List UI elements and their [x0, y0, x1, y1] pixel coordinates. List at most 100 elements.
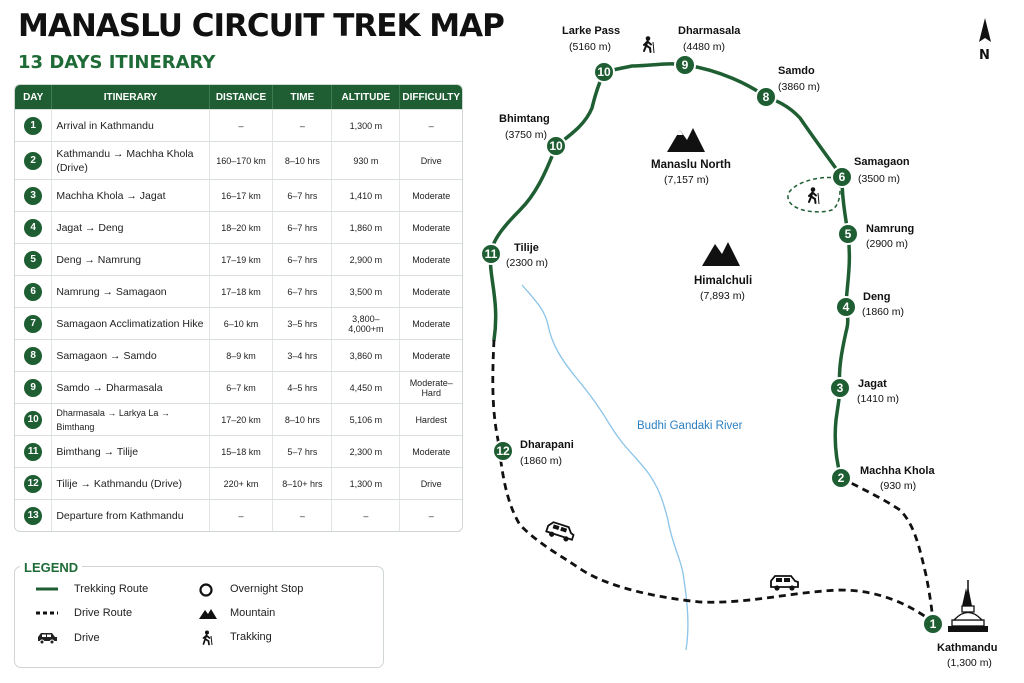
budhi-gandaki-river — [521, 284, 689, 651]
mountain-name-manaslu: Manaslu North — [651, 159, 731, 171]
altitude-cell: 1,300 m — [332, 109, 401, 141]
altitude-cell: 2,300 m — [332, 435, 401, 467]
day-badge: 1 — [24, 116, 43, 135]
hiker-icon-larke — [643, 36, 655, 54]
distance-cell: 160–170 km — [209, 141, 274, 179]
stop-altitude: (3750 m) — [505, 129, 547, 141]
stop-name: Dharapani — [520, 439, 574, 451]
day-badge: 9 — [24, 378, 43, 397]
day-badge: 10 — [24, 410, 43, 429]
day-badge: 2 — [24, 151, 43, 170]
day-cell: 12 — [15, 467, 53, 499]
stop-number: 8 — [763, 90, 770, 104]
stop-altitude: (930 m) — [880, 480, 916, 492]
legend-box — [14, 566, 384, 668]
mountain-name-himalchuli: Himalchuli — [694, 275, 752, 287]
day-badge: 6 — [24, 282, 43, 301]
time-cell: 8–10+ hrs — [273, 467, 333, 499]
day-badge: 7 — [24, 314, 43, 333]
legend-trekking-route: Trekking Route — [36, 583, 148, 598]
day-badge: 12 — [24, 474, 43, 493]
altitude-cell: 1,410 m — [332, 179, 401, 211]
trekking-route — [488, 62, 852, 480]
stop-number: 6 — [839, 170, 846, 184]
distance-cell: 8–9 km — [209, 339, 274, 371]
stop-altitude: (3860 m) — [778, 81, 820, 93]
stop-name: Samdo — [778, 65, 815, 77]
difficulty-cell: Moderate — [400, 435, 462, 467]
distance-cell: 6–10 km — [209, 307, 274, 339]
table-header-row: DAY ITINERARY DISTANCE TIME ALTITUDE DIF… — [15, 85, 462, 109]
drive-route-line-icon — [36, 611, 58, 615]
stop-name: Tilije — [514, 242, 539, 254]
acclimatization-hike-route — [787, 176, 841, 213]
time-cell: 8–10 hrs — [273, 141, 333, 179]
difficulty-cell: Moderate — [400, 243, 462, 275]
day-badge: 4 — [24, 218, 43, 237]
stop-tilije: 11 Tilije (2300 m) — [480, 242, 548, 269]
itinerary-table: DAY ITINERARY DISTANCE TIME ALTITUDE DIF… — [14, 84, 463, 532]
stop-altitude: (4480 m) — [683, 41, 725, 53]
itinerary-cell: Samagaon Acclimatization Hike — [52, 307, 210, 339]
distance-cell: 18–20 km — [209, 211, 274, 243]
day-cell: 5 — [15, 243, 53, 275]
itinerary-cell: Kathmandu → Machha Khola (Drive) — [52, 141, 210, 179]
stop-bhimtang: 10 Bhimtang (3750 m) — [499, 113, 567, 157]
stop-altitude: (2300 m) — [506, 257, 548, 269]
page-title: MANASLU CIRCUIT TREK MAP — [18, 8, 505, 44]
stop-altitude: (1860 m) — [862, 306, 904, 318]
legend-title: LEGEND — [20, 560, 83, 575]
day-cell: 8 — [15, 339, 53, 371]
distance-cell: 220+ km — [209, 467, 274, 499]
stop-number: 5 — [845, 227, 852, 241]
day-cell: 13 — [15, 499, 53, 531]
time-cell: 6–7 hrs — [273, 211, 333, 243]
mountain-alt-manaslu: (7,157 m) — [664, 174, 709, 186]
overnight-stop-circle-icon — [199, 583, 213, 597]
stop-altitude: (2900 m) — [866, 238, 908, 250]
legend-drive-label: Drive — [74, 632, 100, 644]
stop-dharapani: 12 Dharapani (1860 m) — [492, 439, 574, 467]
altitude-cell: 930 m — [332, 141, 401, 179]
stop-number: 11 — [485, 247, 498, 261]
header-itinerary: ITINERARY — [52, 85, 210, 109]
difficulty-cell: Moderate — [400, 307, 462, 339]
header-distance: DISTANCE — [209, 85, 274, 109]
legend-mountain-label: Mountain — [230, 607, 276, 619]
altitude-cell: – — [332, 499, 401, 531]
distance-cell: 17–18 km — [209, 275, 274, 307]
mountain-alt-himalchuli: (7,893 m) — [700, 290, 745, 302]
drive-route-east — [840, 476, 935, 623]
day-cell: 3 — [15, 179, 53, 211]
stop-number: 1 — [930, 617, 937, 631]
stop-deng: 4 Deng (1860 m) — [835, 291, 904, 318]
day-cell: 10 — [15, 403, 53, 435]
north-label: N — [979, 48, 990, 63]
stop-name: Deng — [863, 291, 891, 303]
altitude-cell: 5,106 m — [332, 403, 401, 435]
altitude-cell: 3,800–4,000+m — [332, 307, 401, 339]
legend-overnight-stop-label: Overnight Stop — [230, 583, 304, 595]
header-altitude: ALTITUDE — [332, 85, 401, 109]
legend-drive-route: Drive Route — [36, 607, 132, 622]
stop-number: 3 — [837, 381, 844, 395]
distance-cell: – — [209, 109, 274, 141]
day-cell: 9 — [15, 371, 53, 403]
stop-name: Machha Khola — [860, 465, 935, 477]
distance-cell: 15–18 km — [209, 435, 274, 467]
day-badge: 13 — [24, 506, 43, 525]
day-cell: 7 — [15, 307, 53, 339]
difficulty-cell: Drive — [400, 141, 462, 179]
stop-name: Bhimtang — [499, 113, 550, 125]
stop-machha-khola: 2 Machha Khola (930 m) — [830, 465, 935, 492]
legend-overnight-stop: Overnight Stop — [199, 583, 303, 600]
mountain-icon — [199, 609, 217, 619]
altitude-cell: 3,860 m — [332, 339, 401, 371]
time-cell: 6–7 hrs — [273, 243, 333, 275]
